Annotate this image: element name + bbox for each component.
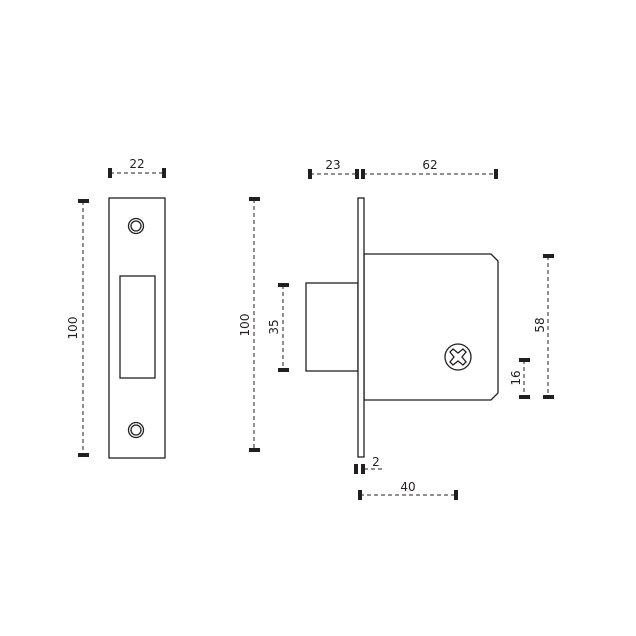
dimension-label: 22 — [129, 157, 144, 171]
faceplate — [357, 197, 365, 458]
phillips-screw-icon — [444, 343, 472, 371]
dimension-faceplate-thickness: 2 — [354, 455, 384, 474]
lock-body — [363, 253, 499, 401]
dimension-strike-width: 22 — [108, 157, 166, 178]
dimension-label: 23 — [325, 158, 340, 172]
dimension-lock-height: 100 — [238, 197, 260, 452]
dimension-label: 16 — [509, 370, 523, 385]
dimension-bolt-height: 35 — [267, 283, 289, 372]
dimension-label: 58 — [533, 317, 547, 332]
dimension-backset: 40 — [358, 480, 458, 500]
bolt — [305, 282, 359, 372]
dimension-body-height: 58 — [533, 254, 554, 399]
screw-hole-icon — [127, 421, 145, 439]
dimension-label: 2 — [372, 455, 380, 469]
dimension-label: 40 — [400, 480, 415, 494]
lock-side-view — [305, 197, 499, 458]
dimension-strike-height: 100 — [66, 199, 89, 457]
dimension-label: 35 — [267, 319, 281, 334]
dimension-label: 100 — [66, 317, 80, 340]
dimension-bolt-projection: 23 — [308, 158, 359, 179]
strike-plate-slot — [119, 275, 156, 379]
dimension-label: 62 — [422, 158, 437, 172]
dimension-body-depth: 62 — [361, 158, 498, 179]
strike-plate — [108, 197, 166, 459]
dimension-screw-offset: 16 — [509, 358, 530, 399]
dimension-label: 100 — [238, 314, 252, 337]
screw-hole-icon — [127, 217, 145, 235]
